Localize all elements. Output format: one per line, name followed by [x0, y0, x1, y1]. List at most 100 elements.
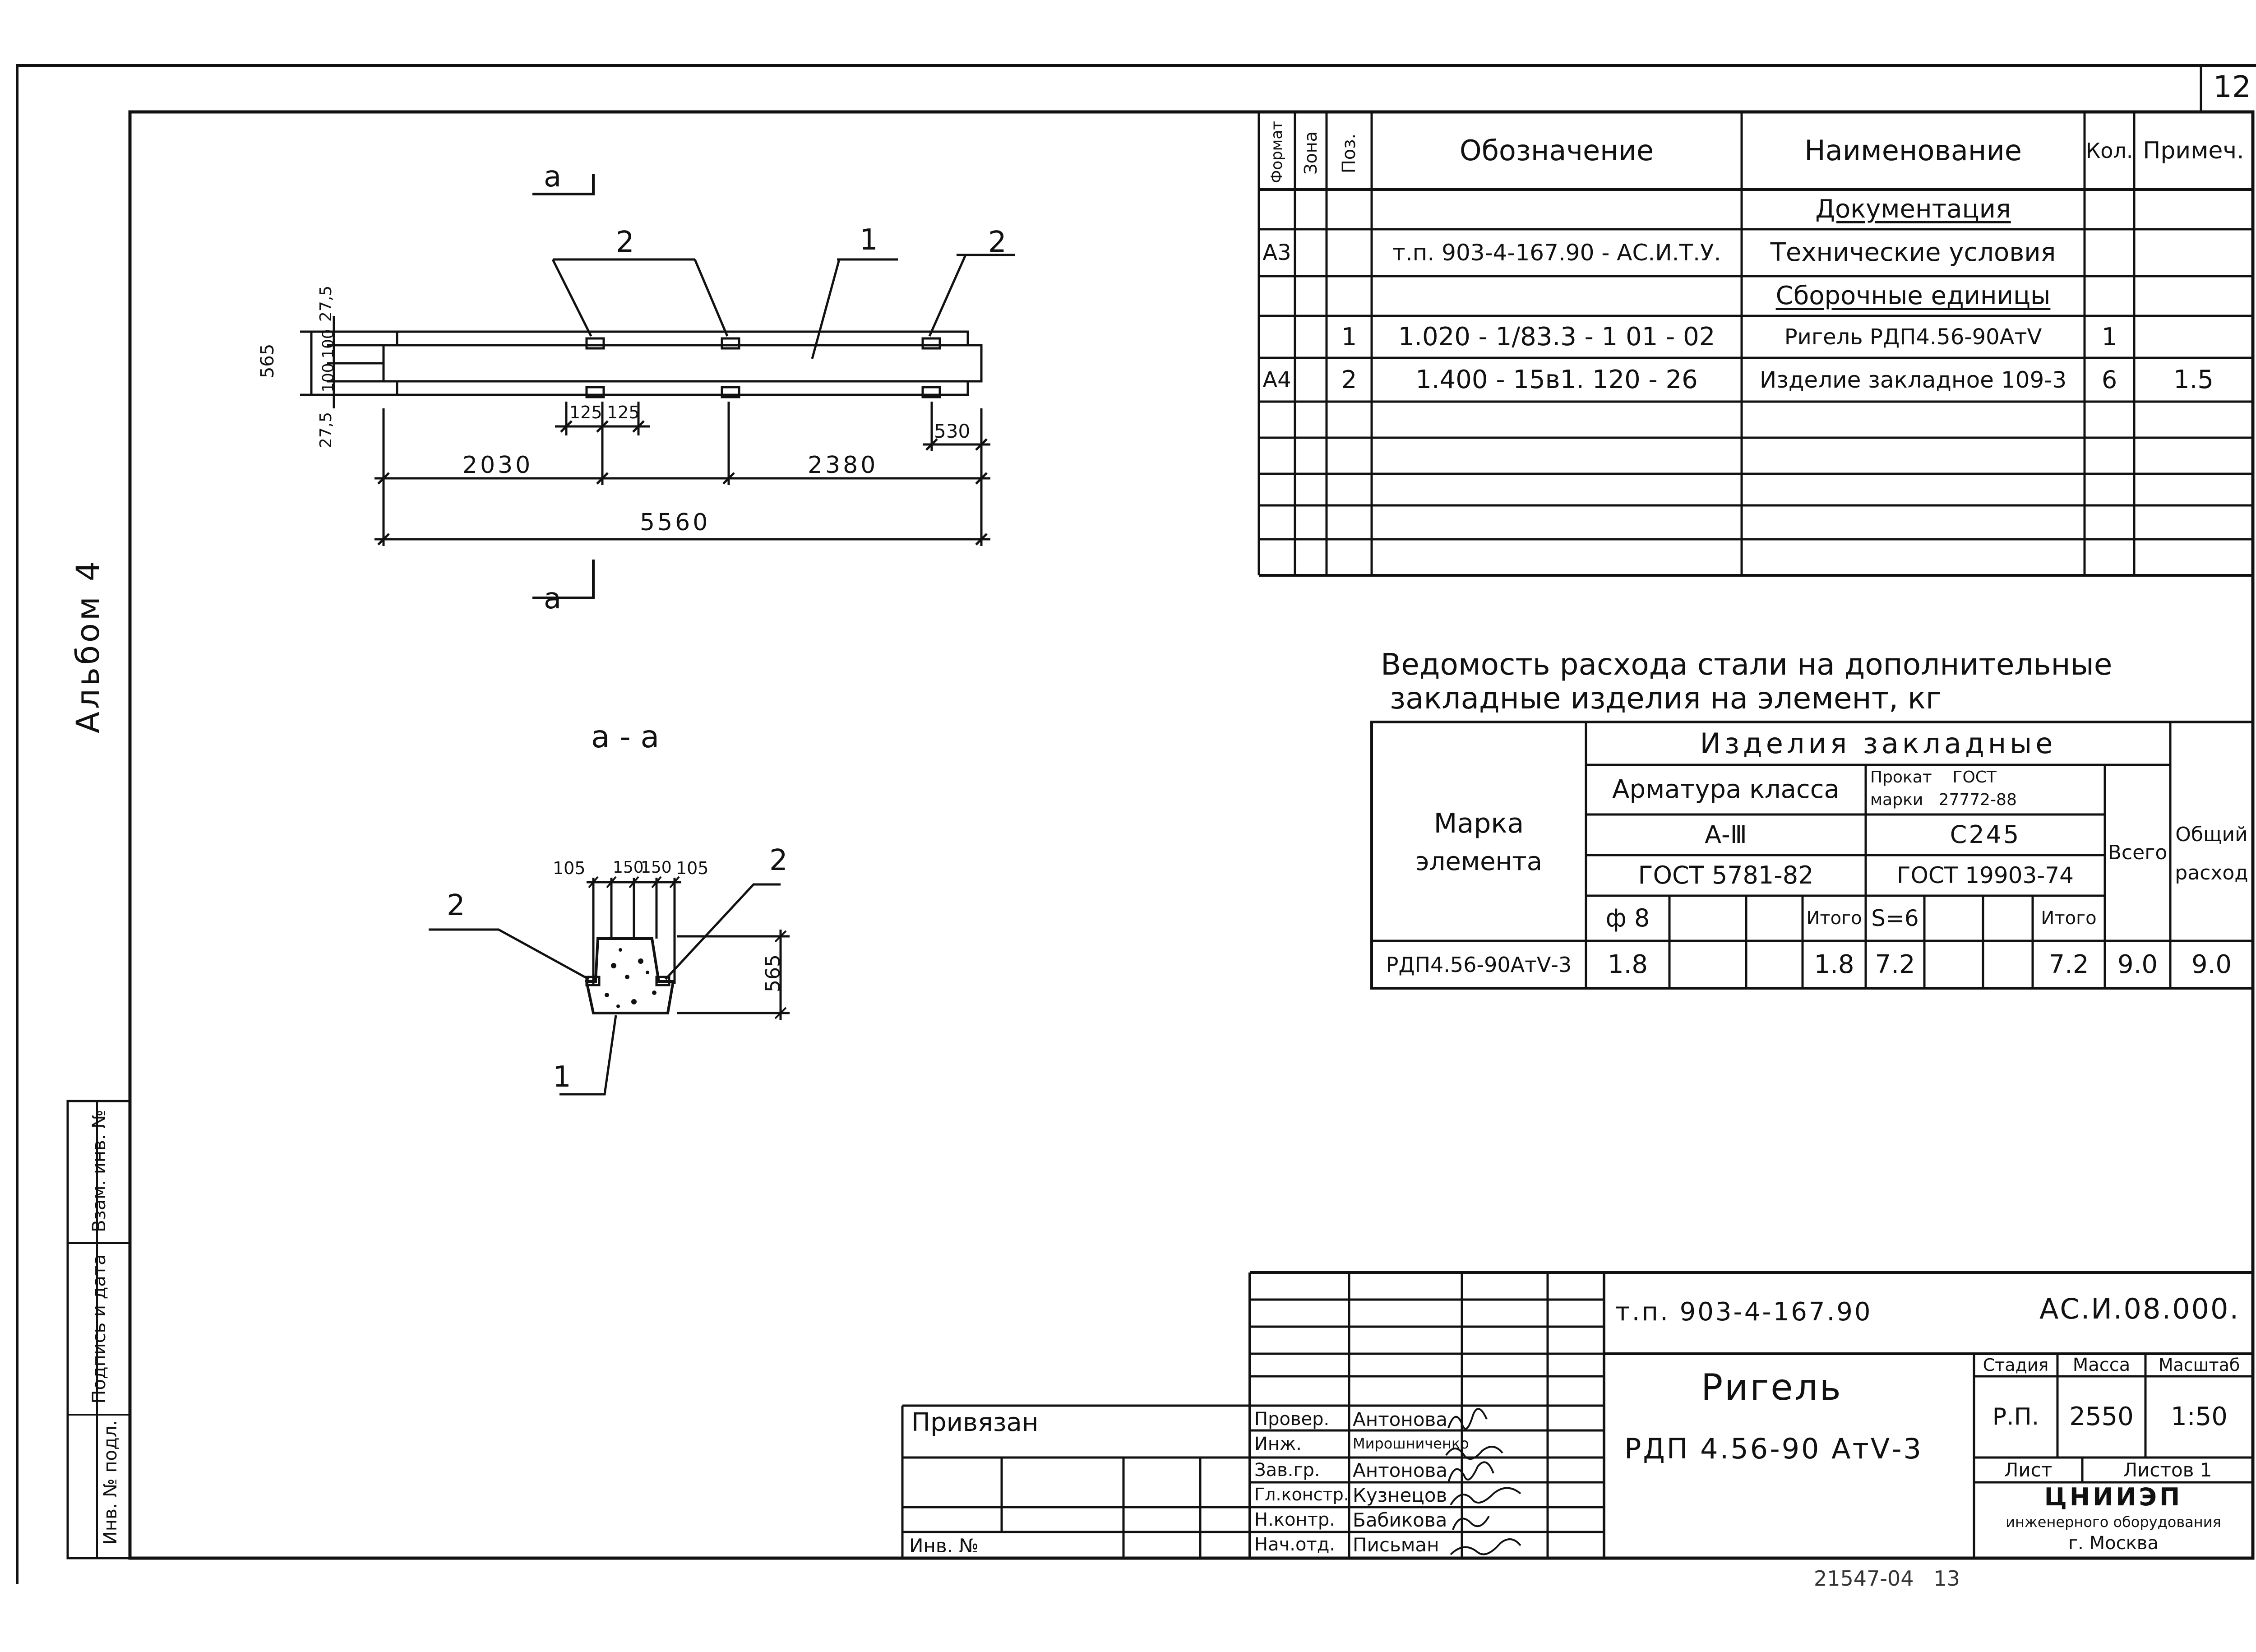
sheet-number: 12 [2213, 69, 2251, 104]
spec-row-4-format: А4 [1262, 367, 1291, 393]
steel-obshii-l2: расход [2175, 861, 2248, 884]
dim-530: 530 [934, 420, 971, 442]
spec-row-4-kol: 6 [2101, 365, 2117, 394]
steel-s6: S=6 [1871, 905, 1919, 931]
steel-table-title-line2: закладные изделия на элемент, кг [1390, 681, 1942, 716]
signer-name-4: Кузнецов [1353, 1484, 1447, 1506]
org-city: г. Москва [2068, 1533, 2159, 1554]
steel-row-itogo2: 7.2 [2048, 949, 2089, 979]
steel-table-title-line1: Ведомость расхода стали на дополнительны… [1381, 647, 2113, 682]
spec-row-3-oboznachenie: 1.020 - 1/83.3 - 1 01 - 02 [1398, 322, 1715, 352]
pos-label-1: 1 [860, 223, 878, 257]
section-mark-bottom: а [544, 582, 562, 615]
sec-dim-150a: 150 [613, 858, 644, 877]
spec-row-assembly-section: Сборочные единицы [1775, 281, 2051, 310]
steel-prokat-l2: марки 27772-88 [1870, 791, 2017, 809]
signer-name-3: Антонова [1353, 1459, 1447, 1481]
spec-row-4-primech: 1.5 [2173, 365, 2214, 394]
spec-header-oboznachenie: Обозначение [1459, 134, 1654, 167]
listov-label: Листов 1 [2123, 1458, 2212, 1481]
spec-row-3-poz: 1 [1341, 322, 1357, 351]
spec-header-kol: Кол. [2085, 139, 2133, 163]
spec-row-3-naimenovanie: Ригель РДП4.56-90АтⅤ [1784, 324, 2042, 350]
sec-pos-2-left: 2 [447, 889, 465, 922]
section-drawing [429, 876, 790, 1096]
steel-itogo-2: Итого [2041, 908, 2097, 929]
spec-row-1-oboznachenie: т.п. 903-4-167.90 - АС.И.Т.У. [1392, 240, 1721, 266]
steel-izdelia: Изделия закладные [1700, 727, 2057, 760]
steel-itogo-1: Итого [1806, 908, 1862, 929]
masshtab-value: 1:50 [2171, 1402, 2228, 1431]
pos-label-2-left: 2 [616, 226, 634, 259]
element-name-line2: РДП 4.56-90 АтⅤ-3 [1624, 1432, 1923, 1465]
sec-dim-105b: 105 [676, 858, 709, 878]
dim-2380: 2380 [808, 452, 878, 479]
sec-dim-150b: 150 [641, 858, 672, 877]
spec-table-grid [1257, 112, 2253, 577]
steel-vsego: Всего [2108, 841, 2168, 864]
privyazan-label: Привязан [911, 1408, 1039, 1437]
signer-role-2: Инж. [1254, 1434, 1302, 1454]
sec-pos-1: 1 [553, 1060, 571, 1094]
steel-row-itogo1: 1.8 [1814, 949, 1854, 979]
doc-code: АС.И.08.000. [2039, 1292, 2240, 1325]
massa-label: Масса [2072, 1355, 2131, 1375]
signer-name-2: Мирошниченко [1353, 1435, 1469, 1452]
sec-pos-2-right: 2 [769, 844, 788, 877]
signer-name-6: Письман [1353, 1534, 1439, 1556]
section-title: а - а [591, 719, 660, 755]
element-name-line1: Ригель [1701, 1366, 1843, 1408]
steel-gost-arm: ГОСТ 5781-82 [1638, 861, 1814, 889]
steel-row-s6: 7.2 [1875, 949, 1915, 979]
steel-prokat-l1: Прокат ГОСТ [1870, 768, 1997, 787]
section-mark-top: а [544, 160, 562, 194]
signer-role-1: Провер. [1254, 1409, 1330, 1430]
steel-table-grid [1370, 721, 2254, 990]
plate-1a [585, 337, 605, 350]
bottom-archive-stamp: 21547-04 13 [1814, 1566, 1960, 1591]
spec-row-4-naimenovanie: Изделие закладное 109-3 [1759, 366, 2067, 393]
stadia-value: Р.П. [1992, 1403, 2039, 1430]
dim-5560: 5560 [640, 509, 711, 536]
sec-dim-105a: 105 [553, 858, 586, 878]
pos-label-2-right: 2 [988, 226, 1007, 259]
dim-125b: 125 [607, 403, 640, 422]
dim-2030: 2030 [462, 452, 533, 479]
spec-row-3-kol: 1 [2101, 322, 2117, 351]
masshtab-label: Масштаб [2158, 1355, 2240, 1375]
spec-header-naimenovanie: Наименование [1804, 134, 2022, 167]
signer-role-6: Нач.отд. [1254, 1534, 1336, 1555]
signer-name-1: Антонова [1353, 1408, 1447, 1430]
steel-row-marka: РДП4.56-90АтⅤ-3 [1386, 952, 1572, 977]
steel-klass: А-Ⅲ [1705, 820, 1747, 849]
steel-obshii-l1: Общий [2175, 823, 2248, 846]
signer-role-3: Зав.гр. [1254, 1460, 1320, 1481]
org-name: ЦНИИЭП [2044, 1482, 2183, 1511]
steel-marka-l1: Марка [1433, 808, 1524, 839]
steel-row-vsego: 9.0 [2117, 949, 2158, 979]
dim-125a: 125 [569, 403, 602, 422]
spec-row-1-format: А3 [1262, 240, 1291, 265]
stadia-label: Стадия [1983, 1355, 2049, 1375]
org-subtitle: инженерного оборудования [2006, 1513, 2221, 1531]
signer-role-4: Гл.констр. [1254, 1485, 1349, 1504]
project-code: т.п. 903-4-167.90 [1615, 1297, 1872, 1327]
signer-name-5: Бабикова [1353, 1509, 1447, 1531]
beam-elevation-drawing [300, 174, 1015, 599]
massa-value: 2550 [2069, 1402, 2134, 1431]
steel-armatura: Арматура класса [1612, 775, 1840, 804]
spec-row-1-naimenovanie: Технические условия [1770, 238, 2056, 267]
spec-row-4-oboznachenie: 1.400 - 15в1. 120 - 26 [1415, 365, 1698, 394]
signer-role-5: Н.контр. [1254, 1509, 1335, 1530]
steel-marka-l2: элемента [1415, 847, 1543, 876]
steel-grade: С245 [1950, 820, 2021, 849]
spec-header-primech: Примеч. [2143, 137, 2244, 164]
steel-row-obshii: 9.0 [2191, 949, 2232, 979]
steel-row-phi8: 1.8 [1607, 949, 1648, 979]
steel-phi8: ф 8 [1605, 904, 1650, 932]
spec-row-doc-section: Документация [1815, 194, 2011, 224]
list-label: Лист [2004, 1458, 2053, 1481]
steel-gost-prokat: ГОСТ 19903-74 [1897, 862, 2074, 888]
spec-row-4-poz: 2 [1341, 365, 1357, 394]
